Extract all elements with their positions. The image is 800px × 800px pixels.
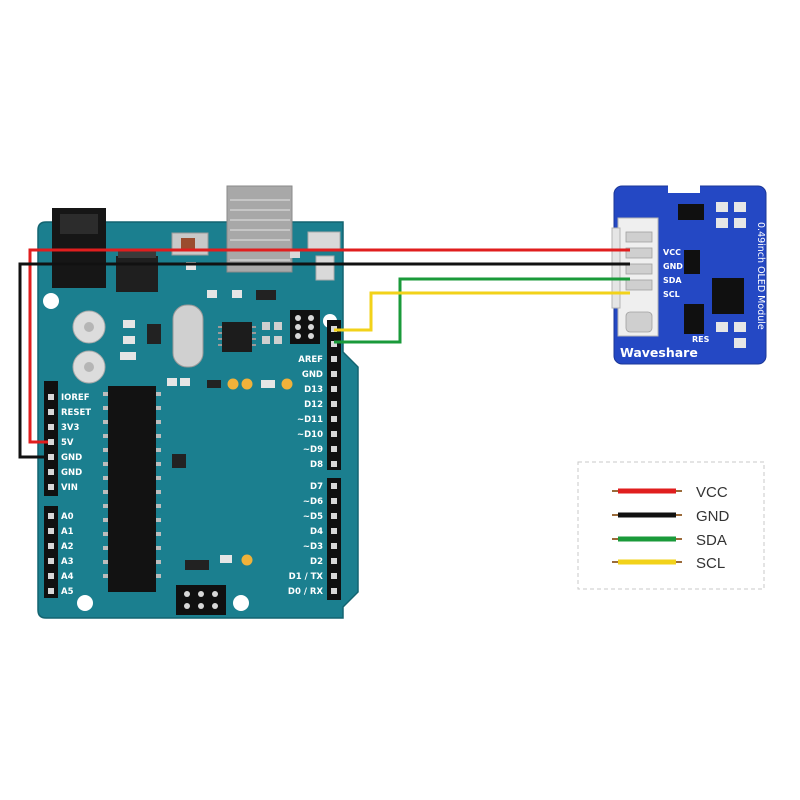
wire-scl <box>334 291 630 332</box>
voltage-regulator <box>116 256 158 292</box>
pin-label-a4: A4 <box>61 572 74 582</box>
pin-label-vin: VIN <box>61 483 78 493</box>
legend-item-scl: SCL <box>612 555 725 572</box>
wire-gnd <box>18 262 630 459</box>
legend-label-gnd: GND <box>696 508 730 525</box>
pin-label-a3: A3 <box>61 557 74 567</box>
pin-label-d8: D8 <box>310 460 323 470</box>
legend-item-sda: SDA <box>612 532 727 549</box>
pin-label-reset: RESET <box>61 408 91 418</box>
pin-label-d11: ~D11 <box>297 415 323 425</box>
pin-label-a5: A5 <box>61 587 74 597</box>
wires <box>18 248 630 459</box>
mounting-hole <box>77 595 93 611</box>
pin-label-d3: ~D3 <box>303 542 323 552</box>
arduino-board: IOREF RESET 3V3 5V GND GND VIN A0 A1 A2 … <box>37 185 359 619</box>
led <box>241 378 253 390</box>
icsp-header-bottom <box>176 585 226 615</box>
module-brand: Waveshare <box>620 345 698 360</box>
wire-legend: VCC GND SDA SCL <box>577 461 765 590</box>
legend-label-vcc: VCC <box>696 484 728 501</box>
module-res-label: RES <box>692 335 710 344</box>
pin-label-d9: ~D9 <box>303 445 323 455</box>
led <box>281 378 293 390</box>
wire-vcc <box>28 248 630 444</box>
pin-label-5v: 5V <box>61 438 74 448</box>
pin-label-d1-tx: D1 / TX <box>289 572 324 582</box>
left-pin-labels: IOREF RESET 3V3 5V GND GND VIN A0 A1 A2 … <box>61 393 91 597</box>
legend-label-scl: SCL <box>696 555 725 572</box>
pin-label-d5: ~D5 <box>303 512 323 522</box>
digital-header-lower <box>327 478 341 600</box>
pin-label-d2: D2 <box>310 557 323 567</box>
pin-label-a2: A2 <box>61 542 74 552</box>
digital-header-upper <box>327 320 341 470</box>
atmega-chip <box>108 386 156 592</box>
legend-item-gnd: GND <box>612 508 730 525</box>
pin-label-gnd: GND <box>302 370 323 380</box>
module-pin-gnd: GND <box>663 262 683 271</box>
analog-header <box>44 506 58 598</box>
pin-label-gnd: GND <box>61 468 82 478</box>
mounting-hole <box>43 293 59 309</box>
legend-box <box>577 461 765 590</box>
usb-ic <box>222 322 252 352</box>
icsp-header <box>290 310 320 344</box>
legend-label-sda: SDA <box>696 532 727 549</box>
pin-label-d10: ~D10 <box>297 430 323 440</box>
pin-label-d0-rx: D0 / RX <box>288 587 324 597</box>
pin-label-d6: ~D6 <box>303 497 323 507</box>
pin-label-a0: A0 <box>61 512 74 522</box>
crystal <box>172 304 204 368</box>
pin-label-d7: D7 <box>310 482 323 492</box>
pin-label-a1: A1 <box>61 527 74 537</box>
module-title: 0.49inch OLED Module <box>755 222 766 330</box>
pin-label-3v3: 3V3 <box>61 423 79 433</box>
legend-item-vcc: VCC <box>612 484 728 501</box>
pin-label-gnd: GND <box>61 453 82 463</box>
power-header <box>44 381 58 496</box>
oled-module: VCC GND SDA SCL RES Waveshare 0.49inch O… <box>611 183 767 365</box>
pin-label-aref: AREF <box>298 355 323 365</box>
right-pin-labels: AREF GND D13 D12 ~D11 ~D10 ~D9 D8 D7 ~D6… <box>288 355 324 597</box>
pin-label-d13: D13 <box>304 385 323 395</box>
module-pin-sda: SDA <box>663 276 682 285</box>
led <box>227 378 239 390</box>
module-pin-vcc: VCC <box>663 248 681 257</box>
pin-label-d4: D4 <box>310 527 323 537</box>
wire-sda <box>334 277 630 344</box>
mounting-hole <box>233 595 249 611</box>
module-pin-scl: SCL <box>663 290 680 299</box>
pin-label-ioref: IOREF <box>61 393 90 403</box>
pin-label-d12: D12 <box>304 400 323 410</box>
